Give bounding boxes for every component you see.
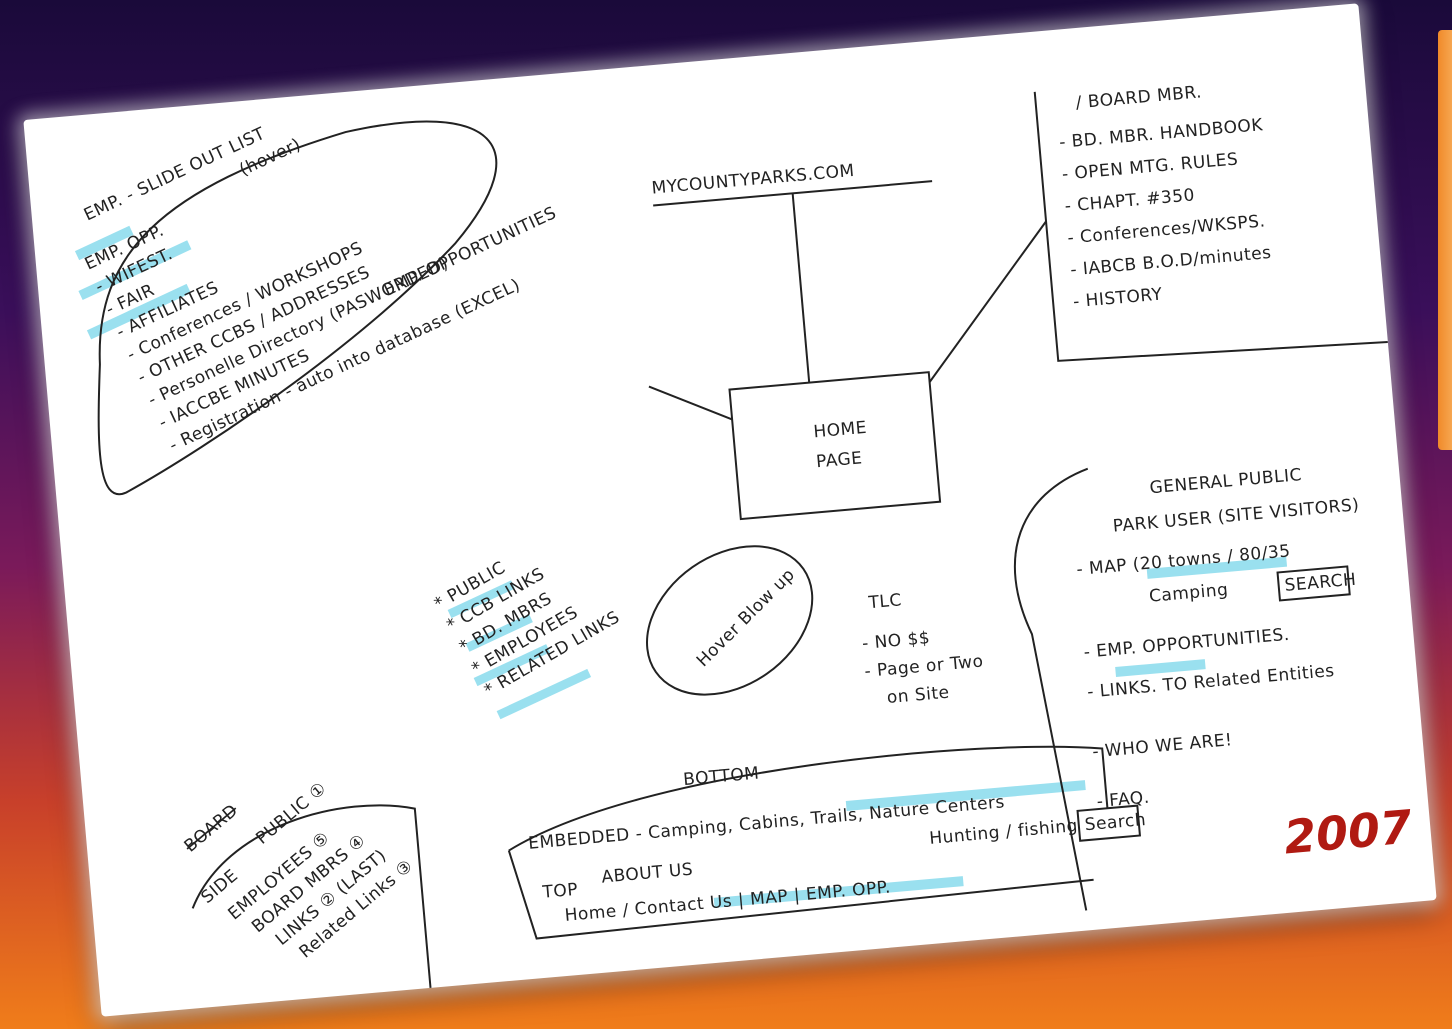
board-item-2: - CHAPT. #350 — [1064, 185, 1196, 216]
left-cluster: EMP. - SLIDE OUT LIST (hover) EMP. OPP. … — [81, 124, 560, 456]
bottom-label: BOTTOM — [682, 763, 760, 790]
board-item-4: - IABCB B.O.D/minutes — [1070, 243, 1273, 281]
tlc-item-1: - Page or Two — [864, 652, 985, 682]
general-item-1: Camping — [1148, 580, 1229, 607]
paper-edge-peek — [1438, 30, 1452, 450]
sketch-paper: MYCOUNTYPARKS.COM HOME PAGE EMP. - SLIDE… — [23, 3, 1437, 1017]
top-about: ABOUT US — [601, 860, 694, 888]
board-item-3: - Conferences/WKSPS. — [1067, 211, 1266, 248]
board-item-1: - OPEN MTG. RULES — [1061, 149, 1239, 184]
sketch-lines — [97, 91, 1388, 989]
board-item-0: - BD. MBR. HANDBOOK — [1058, 115, 1264, 153]
general-public-subheading: PARK USER (SITE VISITORS) — [1112, 495, 1360, 536]
general-item-4: - WHO WE ARE! — [1092, 730, 1234, 762]
left-emp-opportunities: EMP. OPPORTUNITIES — [381, 203, 560, 301]
side-crossed: BOARD — [181, 800, 242, 856]
board-heading: / BOARD MBR. — [1075, 82, 1203, 113]
links-list: * PUBLIC * CCB LINKS * BD. MBRS * EMPLOY… — [431, 558, 623, 701]
hover-blow-up: Hover Blow up — [693, 565, 799, 671]
site-title: MYCOUNTYPARKS.COM — [651, 161, 856, 199]
side-block: BOARD SIDE PUBLIC ① EMPLOYEES ⑤ BOARD MB… — [181, 778, 417, 962]
bottom-embedded-2: Hunting / fishing — [929, 816, 1079, 849]
general-public-heading: GENERAL PUBLIC — [1149, 465, 1303, 498]
home-page-line-2: PAGE — [815, 448, 863, 472]
general-item-5: - FAQ. — [1096, 788, 1150, 813]
tlc-item-2: on Site — [886, 683, 950, 708]
board-item-5: - HISTORY — [1072, 285, 1163, 313]
general-item-2: - EMP. OPPORTUNITIES. — [1083, 625, 1291, 663]
top-search: Search — [1084, 810, 1147, 835]
sketch-drawing: MYCOUNTYPARKS.COM HOME PAGE EMP. - SLIDE… — [74, 82, 1388, 989]
left-heading: EMP. - SLIDE OUT LIST — [81, 124, 269, 226]
general-search-box: SEARCH — [1284, 570, 1357, 596]
home-page-line-1: HOME — [813, 418, 868, 443]
tlc-item-0: - NO $$ — [861, 628, 931, 654]
tlc-title: TLC — [867, 590, 903, 613]
bottom-block: BOTTOM EMBEDDED - Camping, Cabins, Trail… — [527, 763, 1079, 853]
year-stamp: 2007 — [1281, 799, 1415, 865]
tlc-block: TLC - NO $$ - Page or Two on Site — [861, 590, 985, 708]
highlight-strokes — [74, 225, 1288, 908]
general-public-block: GENERAL PUBLIC PARK USER (SITE VISITORS)… — [1076, 465, 1360, 813]
board-box: / BOARD MBR. - BD. MBR. HANDBOOK - OPEN … — [1058, 82, 1273, 313]
top-label: TOP — [541, 880, 579, 903]
